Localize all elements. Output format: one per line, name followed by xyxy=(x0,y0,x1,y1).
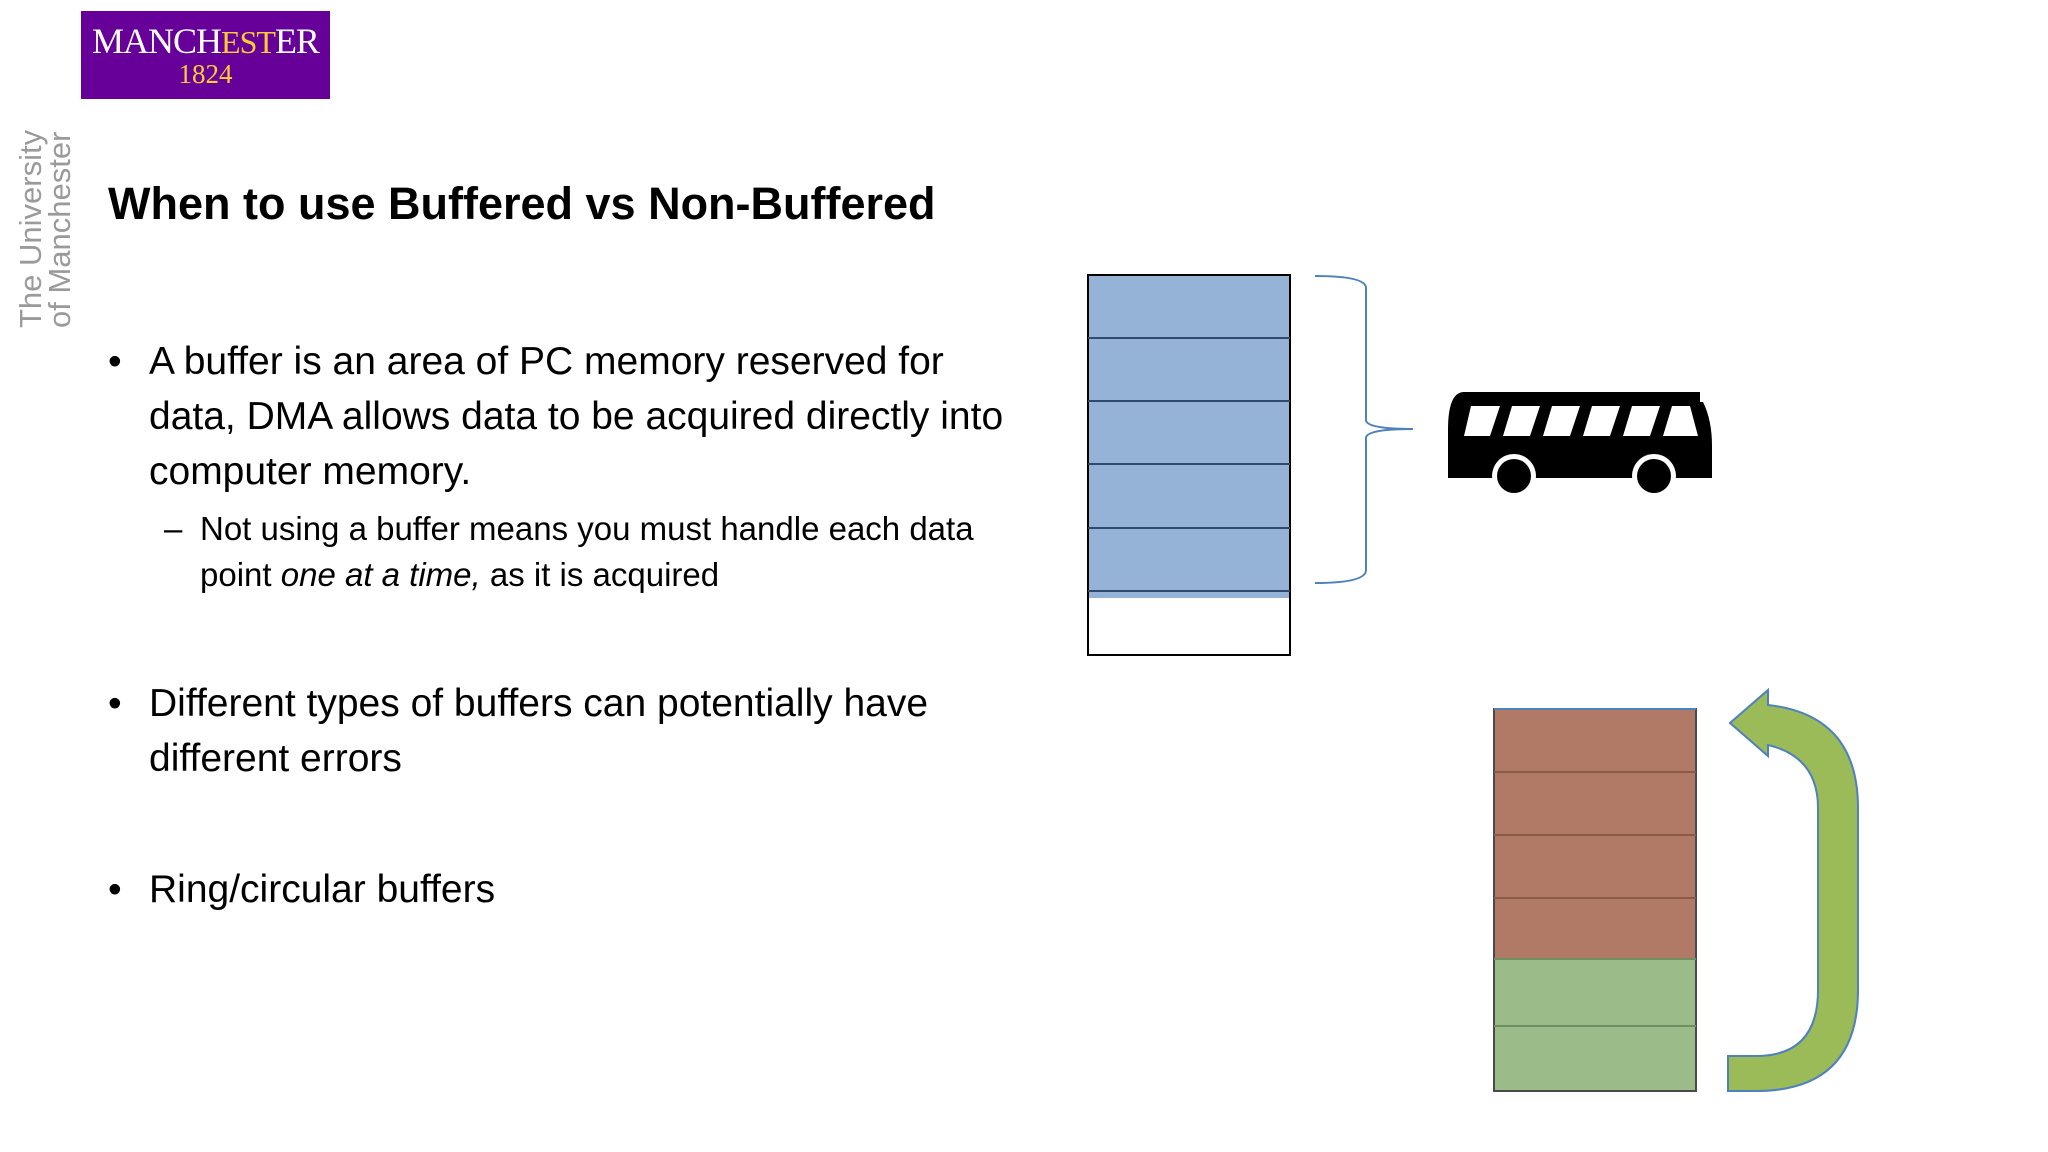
curved-arrow-icon xyxy=(1727,687,1859,1092)
linear-buffer xyxy=(1087,274,1291,656)
bullet-text: Ring/circular buffers xyxy=(149,868,496,911)
buffer-outline xyxy=(1087,274,1291,656)
ring-empty-region xyxy=(1494,959,1696,1091)
side-label-line1: The University xyxy=(13,129,48,328)
logo-name: MANCHESTER xyxy=(92,20,320,61)
university-side-label: The University of Manchester xyxy=(13,106,80,328)
sub-bullet-text: Not using a buffer means you must handle… xyxy=(200,510,974,593)
side-label-line2: of Manchester xyxy=(42,131,77,328)
bus-icon xyxy=(1448,392,1712,498)
ring-filled-region xyxy=(1494,709,1696,959)
brace-icon xyxy=(1314,275,1414,584)
bullet-text: A buffer is an area of PC memory reserve… xyxy=(149,340,1004,493)
bullet-marker: • xyxy=(108,682,122,725)
bullet-marker: • xyxy=(108,340,122,383)
buffer-filled-region xyxy=(1088,275,1290,598)
bullet-marker: • xyxy=(108,868,122,911)
logo-year: 1824 xyxy=(178,58,233,89)
sub-bullet-marker: – xyxy=(164,510,183,547)
bullet-text: Different types of buffers can potential… xyxy=(149,682,929,780)
university-logo: MANCHESTER 1824 xyxy=(81,11,330,99)
ring-buffer xyxy=(1493,708,1697,1092)
slide-title: When to use Buffered vs Non-Buffered xyxy=(108,178,936,229)
